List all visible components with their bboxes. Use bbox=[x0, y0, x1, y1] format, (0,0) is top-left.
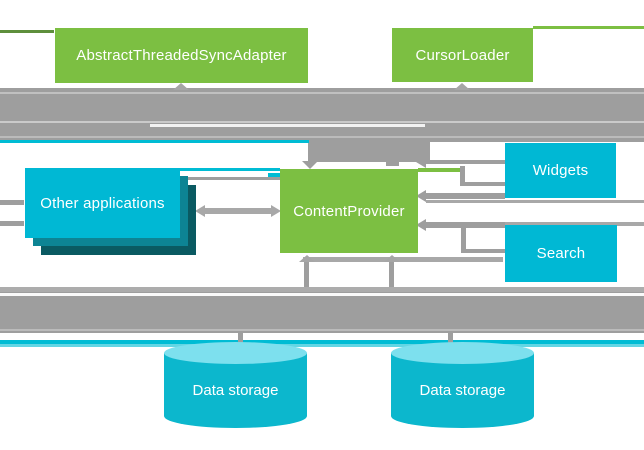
cursor-loader-label: CursorLoader bbox=[415, 46, 510, 64]
data-storage-left-cylinder: Data storage bbox=[164, 342, 307, 428]
smear-line-right-1 bbox=[426, 200, 644, 203]
cyan-smear-line-top bbox=[0, 140, 309, 143]
vertical-cp-storage-left bbox=[304, 262, 309, 287]
arrowhead-line-widgets bbox=[416, 156, 426, 168]
arrowhead-to-content-provider bbox=[271, 205, 281, 217]
widgets-label: Widgets bbox=[532, 162, 589, 179]
arrow-other-apps-content-provider bbox=[203, 208, 275, 214]
arrow-up-to-cursor-loader bbox=[454, 83, 470, 90]
other-applications-node: Other applications bbox=[25, 168, 180, 238]
arrow-widgets-to-content-provider bbox=[426, 193, 505, 199]
band-streak bbox=[0, 92, 644, 94]
stub-to-storage-right bbox=[448, 333, 453, 344]
green-smear-line bbox=[418, 168, 463, 172]
arrow-stub bbox=[386, 161, 399, 166]
data-storage-right-label: Data storage bbox=[419, 382, 506, 399]
other-applications-label: Other applications bbox=[40, 194, 165, 212]
top-edge-line-right bbox=[533, 26, 644, 29]
band-streak bbox=[0, 329, 644, 331]
widgets-elbow-vertical bbox=[460, 166, 465, 186]
search-elbow-vertical bbox=[461, 226, 466, 253]
cyan-smear-line-bottom-1 bbox=[0, 340, 644, 344]
top-edge-line-left bbox=[0, 30, 54, 33]
cyan-smear-stripe bbox=[180, 168, 280, 171]
content-provider-label: ContentProvider bbox=[293, 202, 405, 220]
cyan-smear-line-bottom-2 bbox=[0, 344, 644, 347]
arrow-band-top bbox=[0, 88, 644, 142]
arrow-search-to-content-provider bbox=[426, 222, 505, 228]
vertical-cp-storage-right bbox=[389, 262, 394, 287]
band-streak bbox=[0, 136, 644, 138]
content-provider-node: ContentProvider bbox=[280, 169, 418, 253]
arrowhead-up-to-cp-left bbox=[299, 255, 315, 262]
data-storage-right-top bbox=[391, 342, 534, 364]
arrowhead-up-to-cp-right bbox=[384, 255, 400, 262]
stub-to-storage-left bbox=[238, 333, 243, 344]
arrow-band-extension bbox=[308, 142, 430, 162]
widgets-elbow-horizontal bbox=[460, 182, 505, 186]
left-edge-stub bbox=[0, 221, 24, 226]
sync-adapter-label: AbstractThreadedSyncAdapter bbox=[76, 47, 287, 64]
band-streak bbox=[0, 121, 644, 123]
search-label: Search bbox=[536, 245, 586, 262]
data-storage-left-top bbox=[164, 342, 307, 364]
left-edge-stub bbox=[0, 200, 24, 205]
widgets-node: Widgets bbox=[505, 143, 616, 198]
arrowhead-to-other-apps bbox=[195, 205, 205, 217]
cursor-loader-node: CursorLoader bbox=[392, 28, 533, 82]
arrow-down-to-content-provider bbox=[302, 161, 318, 169]
band-streak bbox=[0, 293, 644, 296]
arrow-band-bottom bbox=[0, 287, 644, 333]
data-storage-left-label: Data storage bbox=[192, 382, 279, 399]
line-content-provider-widgets bbox=[424, 160, 505, 164]
data-storage-left-body: Data storage bbox=[164, 353, 307, 428]
sync-adapter-node: AbstractThreadedSyncAdapter bbox=[55, 28, 308, 83]
smear-line-right-2 bbox=[426, 222, 644, 226]
search-node: Search bbox=[505, 225, 617, 282]
gray-smear-stripe bbox=[188, 177, 280, 180]
search-elbow-horizontal bbox=[461, 249, 505, 253]
data-storage-right-cylinder: Data storage bbox=[391, 342, 534, 428]
arrowhead-search-cp bbox=[416, 219, 426, 231]
data-storage-right-body: Data storage bbox=[391, 353, 534, 428]
arrowhead-widgets-cp bbox=[416, 190, 426, 202]
band-streak bbox=[150, 124, 425, 127]
arrow-up-to-sync-adapter bbox=[173, 83, 189, 90]
band-streak bbox=[0, 287, 644, 292]
cyan-smear-stripe bbox=[268, 173, 280, 177]
smear-line-below-cp bbox=[303, 257, 503, 262]
